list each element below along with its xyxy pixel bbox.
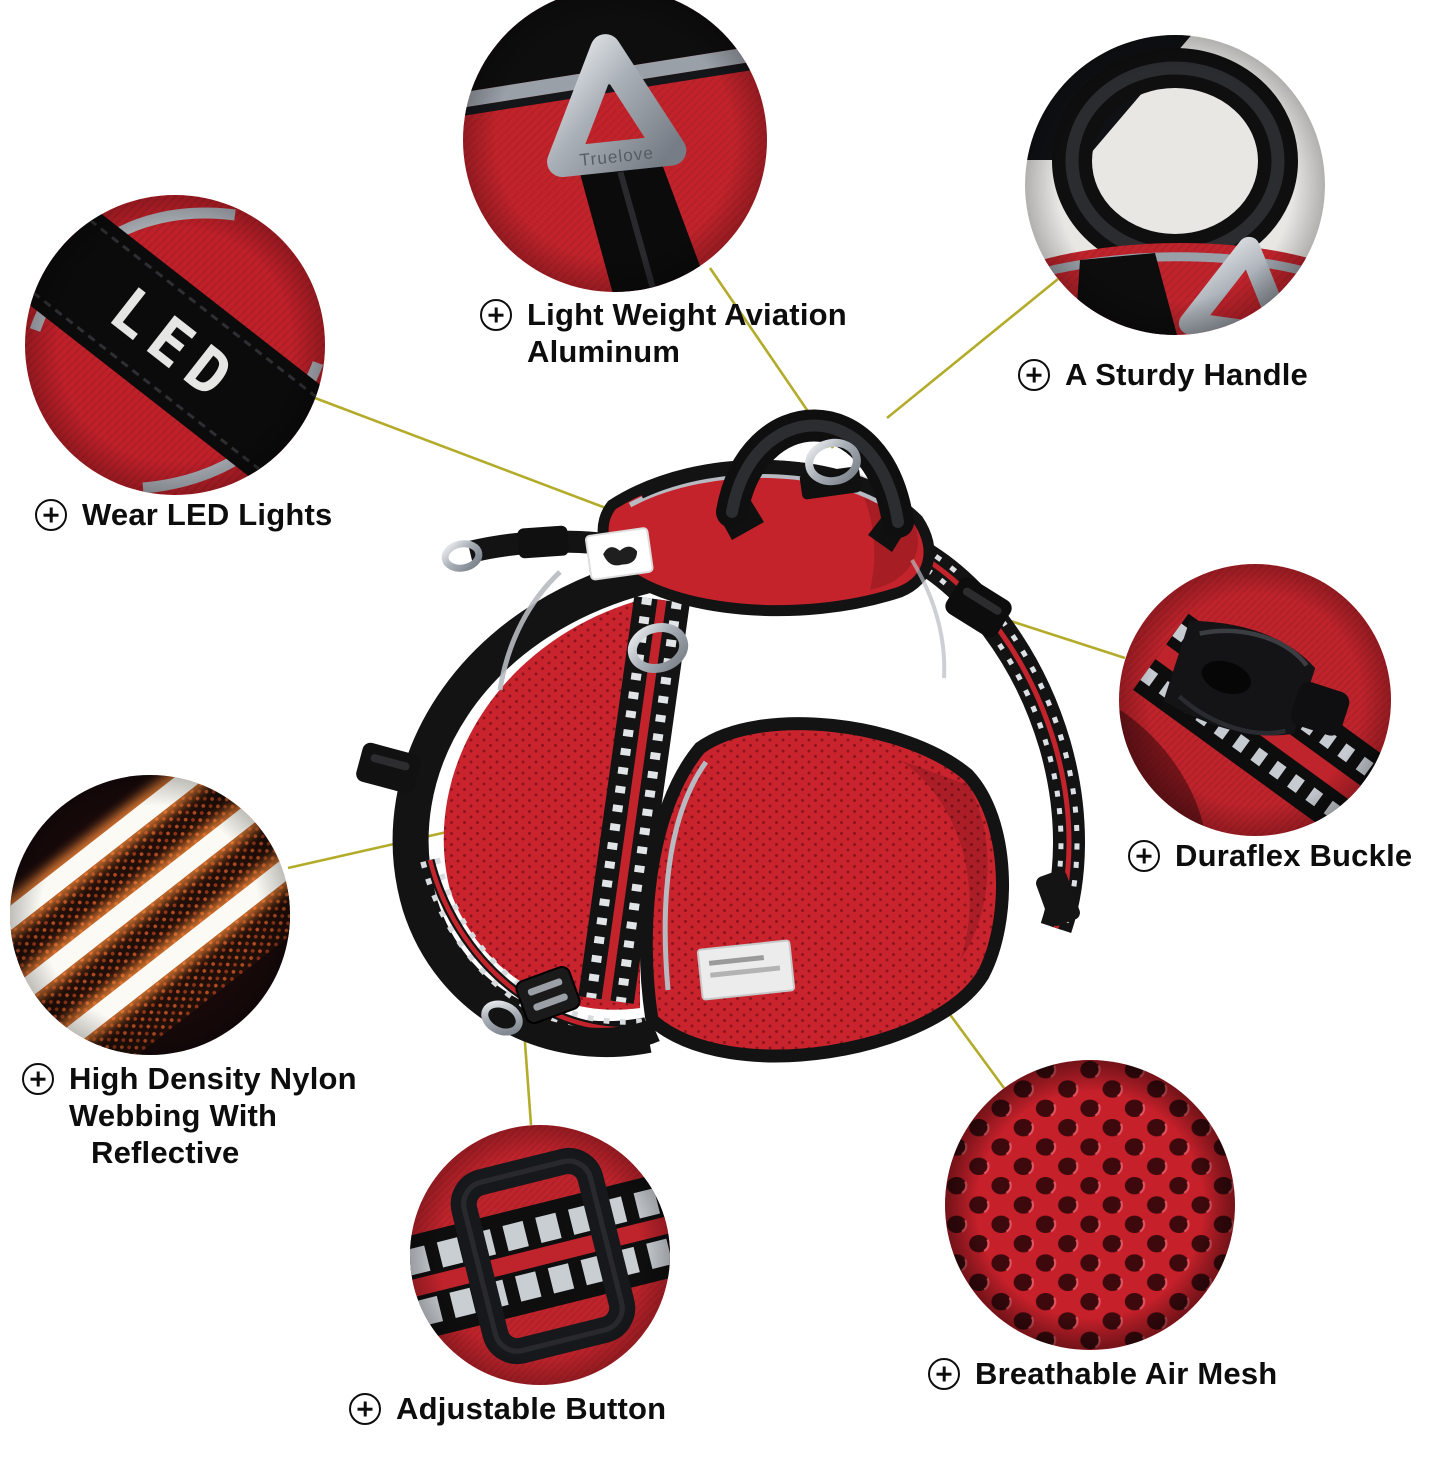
dog-logo-glyph [603,546,638,566]
callout-led-strap: LED [25,195,325,495]
feature-label-aluminum: Light Weight Aviation Aluminum [480,296,847,370]
leash-d-ring [805,438,861,486]
circled-plus-icon [1128,840,1160,872]
label-text: Adjustable Button [396,1391,667,1426]
label-text: Webbing With [69,1098,278,1133]
label-text: Reflective [91,1135,240,1170]
label-text: Aluminum [527,334,681,369]
callout-aluminum-ring: Truelove [463,0,767,292]
label-text: Duraflex Buckle [1175,838,1413,873]
circled-plus-icon [22,1063,54,1095]
connector-led [314,396,657,529]
feature-label-adjust: Adjustable Button [349,1390,666,1427]
metal-loop-left [441,540,483,572]
size-label-patch [696,939,796,1001]
label-text: A Sturdy Handle [1065,357,1308,392]
label-text: Breathable Air Mesh [975,1356,1278,1391]
brand-logo-patch [585,527,654,581]
circled-plus-icon [928,1358,960,1390]
tri-glide-slider [515,966,581,1024]
side-release-buckle [945,576,1012,638]
circled-plus-icon [35,499,67,531]
circled-plus-icon [1018,359,1050,391]
feature-label-mesh: Breathable Air Mesh [928,1355,1277,1392]
callout-handle [1025,35,1325,335]
callout-adjustable-slider [410,1125,670,1385]
label-text: Light Weight Aviation [527,297,847,332]
callout-air-mesh [945,1060,1235,1350]
feature-label-led: Wear LED Lights [35,496,332,533]
connector-handle [886,277,1059,420]
callout-reflective-webbing [10,775,290,1055]
connector-buckle [991,613,1126,660]
feature-label-handle: A Sturdy Handle [1018,356,1308,393]
harness-illustration [356,409,1085,1063]
feature-label-buckle: Duraflex Buckle [1128,837,1412,874]
collar-buckle [517,525,569,559]
callout-buckle [1119,564,1391,836]
feature-label-webbing: High Density Nylon Webbing With Reflecti… [22,1060,357,1171]
chest-d-ring [627,623,689,673]
metal-loop-bottom [481,1000,523,1036]
label-text: Wear LED Lights [82,497,333,532]
strap-adjuster-right [1036,870,1080,926]
label-text: High Density Nylon [69,1061,357,1096]
circled-plus-icon [480,299,512,331]
circled-plus-icon [349,1393,381,1425]
